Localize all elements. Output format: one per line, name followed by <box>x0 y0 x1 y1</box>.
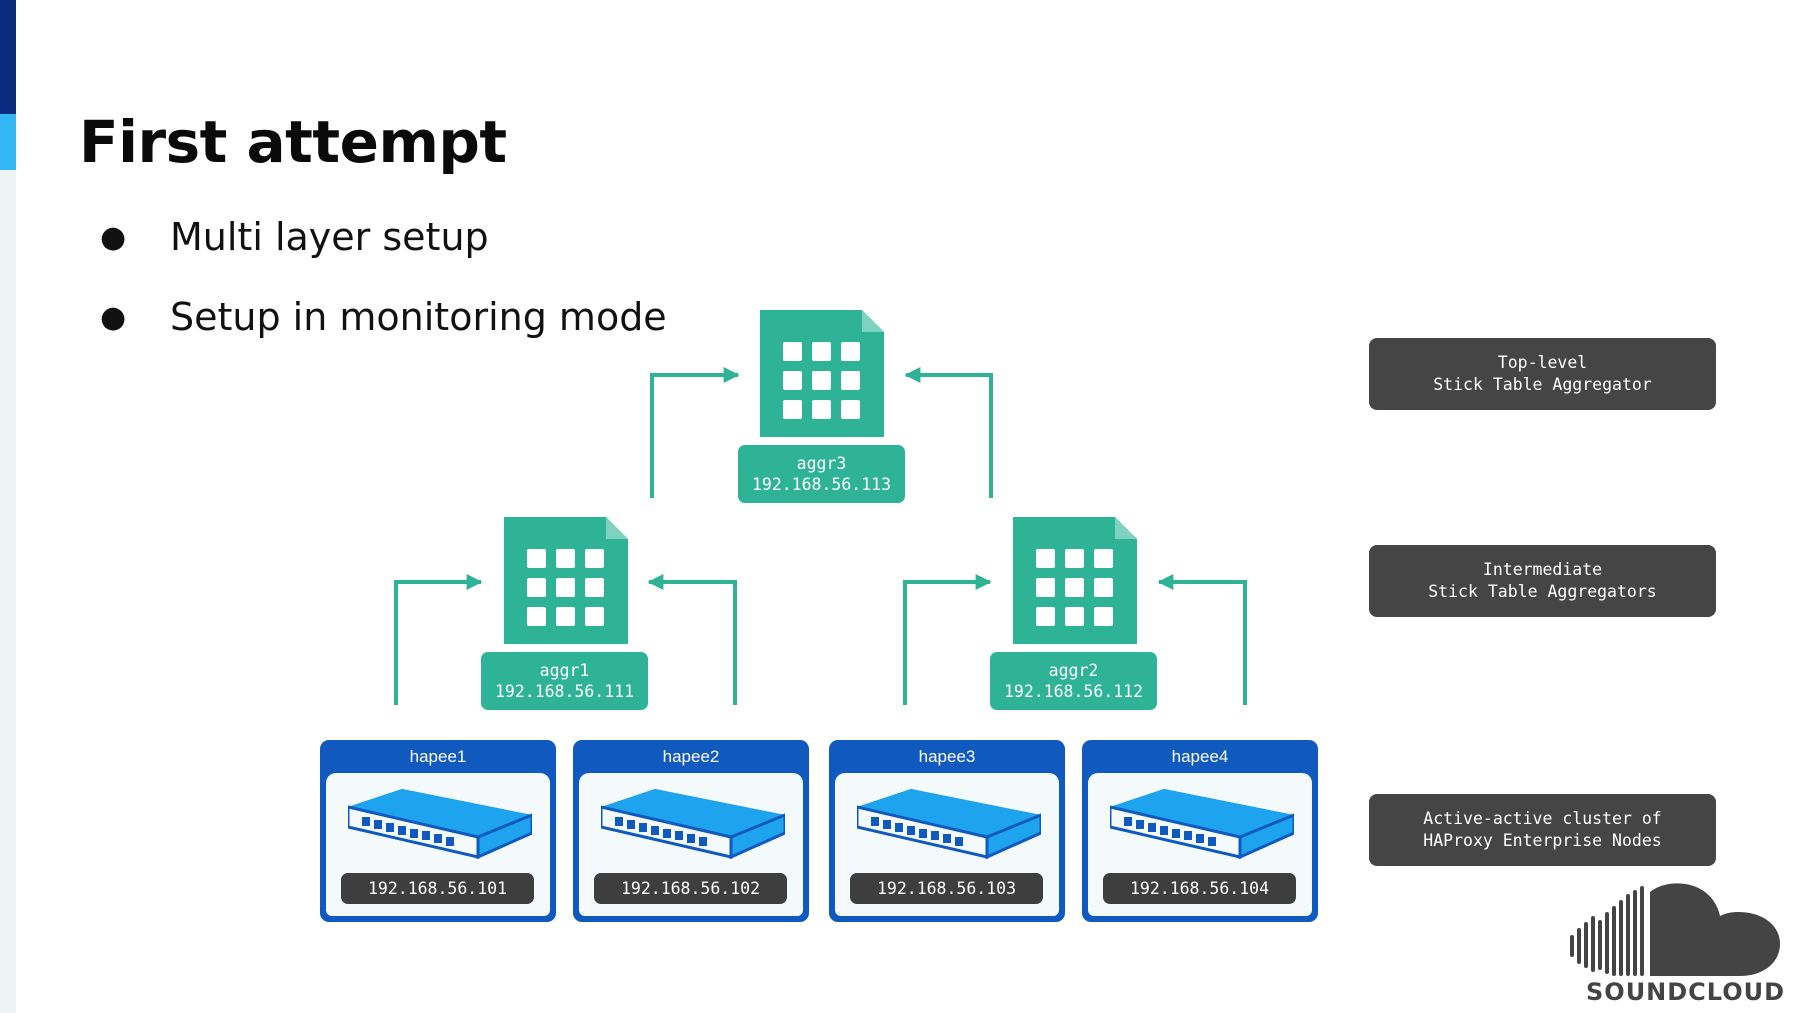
node-name: hapee1 <box>409 747 467 766</box>
node-name: hapee3 <box>918 747 976 766</box>
arrow-hapee1-to-aggr1 <box>394 574 483 705</box>
node-name: hapee4 <box>1171 747 1229 766</box>
aggr-ip: 192.168.56.111 <box>494 682 635 701</box>
legend-line: Intermediate <box>1482 560 1603 579</box>
network-switch-icon <box>348 789 532 859</box>
legend-line: Stick Table Aggregator <box>1433 375 1652 394</box>
soundcloud-logo-icon <box>1570 883 1780 976</box>
legend-line: Stick Table Aggregators <box>1428 582 1657 601</box>
server-grid-icon <box>760 310 884 437</box>
aggr-name: aggr3 <box>796 454 847 473</box>
aggr1-label: aggr1 192.168.56.111 <box>481 652 648 710</box>
node-name: hapee2 <box>662 747 720 766</box>
legend-nodes: Active-active cluster of HAProxy Enterpr… <box>1369 794 1716 866</box>
server-grid-icon <box>504 517 628 644</box>
aggr3-label: aggr3 192.168.56.113 <box>738 445 905 503</box>
node-body: 192.168.56.103 <box>835 773 1059 916</box>
legend-line: Active-active cluster of <box>1423 809 1662 828</box>
bullet-text: Multi layer setup <box>170 215 489 259</box>
accent-stripe-dark <box>0 0 16 114</box>
network-switch-icon <box>857 789 1041 859</box>
node-card-hapee1: hapee1 192.168.56.101 <box>320 740 556 922</box>
bullet-dot-icon: ● <box>100 300 127 335</box>
aggr-name: aggr2 <box>1048 661 1099 680</box>
bullet-item: ● Setup in monitoring mode <box>100 295 667 339</box>
arrow-hapee2-to-aggr1 <box>647 574 737 705</box>
arrow-hapee4-to-aggr2 <box>1157 574 1247 705</box>
node-card-hapee3: hapee3 192.168.56.103 <box>829 740 1065 922</box>
bullet-item: ● Multi layer setup <box>100 215 489 259</box>
legend-top-level: Top-level Stick Table Aggregator <box>1369 338 1716 410</box>
node-card-hapee2: hapee2 192.168.56.102 <box>573 740 809 922</box>
node-body: 192.168.56.104 <box>1088 773 1312 916</box>
aggr-ip: 192.168.56.112 <box>1003 682 1144 701</box>
legend-intermediate: Intermediate Stick Table Aggregators <box>1369 545 1716 617</box>
arrow-aggr2-to-aggr3 <box>904 367 993 498</box>
node-ip: 192.168.56.103 <box>850 873 1043 904</box>
slide-title: First attempt <box>79 108 507 176</box>
server-grid-icon <box>1013 517 1137 644</box>
accent-stripe-pale <box>0 170 16 1013</box>
bullet-text: Setup in monitoring mode <box>170 295 667 339</box>
accent-stripe-light <box>0 114 16 170</box>
legend-line: Top-level <box>1497 353 1588 372</box>
bullet-dot-icon: ● <box>100 220 127 255</box>
node-card-hapee4: hapee4 192.168.56.104 <box>1082 740 1318 922</box>
legend-line: HAProxy Enterprise Nodes <box>1423 831 1662 850</box>
aggr-name: aggr1 <box>539 661 590 680</box>
aggr2-label: aggr2 192.168.56.112 <box>990 652 1157 710</box>
soundcloud-logo-text: SOUNDCLOUD <box>1586 978 1786 1006</box>
node-ip: 192.168.56.104 <box>1103 873 1296 904</box>
node-ip: 192.168.56.102 <box>594 873 787 904</box>
node-ip: 192.168.56.101 <box>341 873 534 904</box>
node-body: 192.168.56.102 <box>579 773 803 916</box>
node-body: 192.168.56.101 <box>326 773 550 916</box>
arrow-aggr1-to-aggr3 <box>650 367 740 498</box>
arrow-hapee3-to-aggr2 <box>903 574 992 705</box>
network-switch-icon <box>601 789 785 859</box>
aggr-ip: 192.168.56.113 <box>751 475 892 494</box>
network-switch-icon <box>1110 789 1294 859</box>
